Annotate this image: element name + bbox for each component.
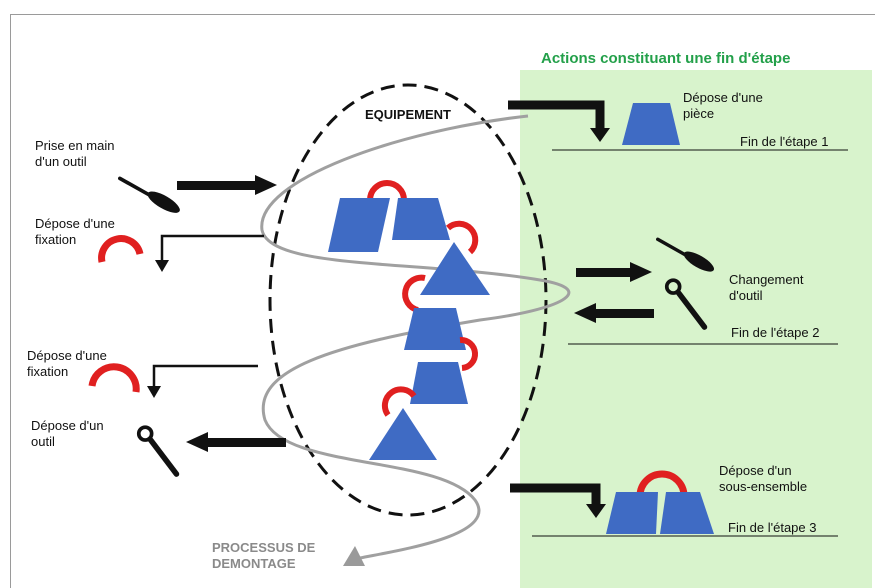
equipment-label: EQUIPEMENT [365,107,451,122]
label-changement-outil: Changement d'outil [729,272,804,303]
process-curve [260,114,571,560]
part-trapezoid-icon [622,103,680,145]
part-trapezoid-icon [606,492,658,534]
panel-title: Actions constituant une fin d'étape [541,50,791,67]
fixation-clip-icon [88,363,140,393]
process-label: PROCESSUS DE DEMONTAGE [212,540,316,571]
fixation-clip-icon [402,274,426,313]
frame-border [10,14,875,588]
arrow-right-down-thick [510,483,606,518]
process-arrowhead [343,546,365,566]
arrow-right-down-thick [508,100,610,142]
part-trapezoid-icon [660,492,714,534]
fixation-clip-icon [445,220,479,255]
label-depose-fixation-2: Dépose d'une fixation [27,348,107,379]
screwdriver-icon [120,178,183,216]
label-depose-outil: Dépose d'un outil [31,418,104,449]
arrow-right-thick [576,262,652,282]
label-fin-etape-3: Fin de l'étape 3 [728,520,817,535]
fixation-clip-icon [367,180,407,201]
label-depose-sous-ensemble: Dépose d'un sous-ensemble [719,463,808,494]
wrench-icon [139,427,177,474]
fixation-clip-icon [636,470,688,497]
label-fin-etape-2: Fin de l'étape 2 [731,325,820,340]
label-depose-piece: Dépose d'une pièce [683,90,763,121]
fixation-clip-icon [98,235,144,263]
arrow-down-left-thin [147,364,258,398]
part-triangle-icon [420,242,490,295]
arrow-left-thick [574,303,654,323]
label-depose-fixation-1: Dépose d'une fixation [35,216,115,247]
arrow-down-left-thin [155,234,264,272]
screwdriver-icon [658,239,717,275]
part-trapezoid-icon [392,198,450,240]
part-trapezoid-icon [404,308,466,350]
fixation-clip-icon [381,386,417,417]
label-prise-outil: Prise en main d'un outil [35,138,115,169]
label-fin-etape-1: Fin de l'étape 1 [740,134,829,149]
part-trapezoid-icon [328,198,390,252]
equipment-ellipse [268,83,548,517]
wrench-icon [667,280,705,327]
fixation-clip-icon [459,336,479,371]
arrow-right-thick [177,175,277,195]
part-trapezoid-icon [410,362,468,404]
part-triangle-icon [369,408,437,460]
arrow-left-thick [186,432,286,452]
